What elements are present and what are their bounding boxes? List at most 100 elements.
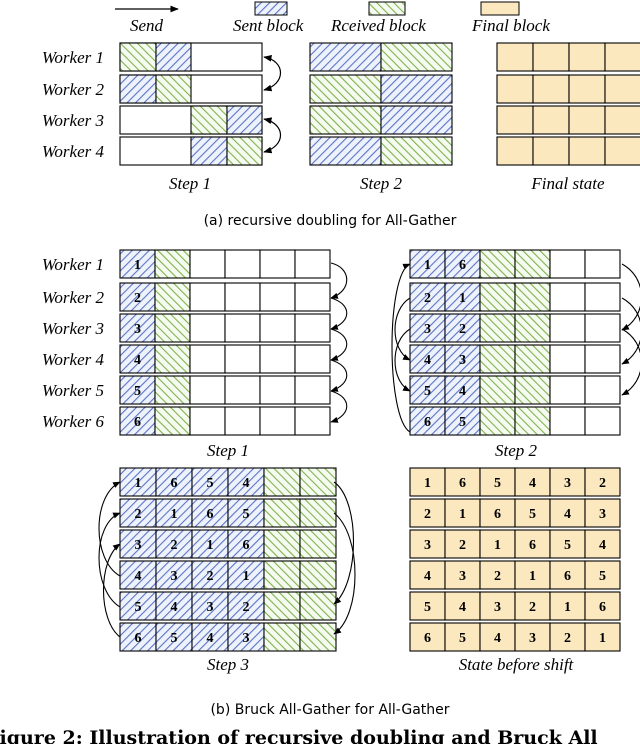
final-block — [532, 74, 570, 104]
sent-block — [119, 74, 157, 104]
block-id: 4 — [424, 353, 431, 368]
part-a-step1-label: Step 1 — [169, 174, 211, 193]
sent-block — [226, 105, 263, 135]
received-block — [299, 498, 337, 528]
block-id: 1 — [424, 476, 431, 491]
empty-block — [224, 344, 261, 374]
worker-label: Worker 5 — [42, 381, 104, 400]
legend-sent-label: Sent block — [233, 16, 304, 35]
received-block — [479, 249, 516, 279]
received-block — [380, 42, 453, 72]
sent-block — [155, 591, 193, 621]
empty-block — [294, 344, 331, 374]
empty-block — [294, 406, 331, 436]
empty-block — [259, 282, 296, 312]
empty-block — [259, 375, 296, 405]
legend-sent-swatch — [254, 1, 288, 16]
block-id: 3 — [424, 322, 431, 337]
worker-label: Worker 1 — [42, 255, 104, 274]
empty-block — [549, 282, 586, 312]
empty-block — [189, 313, 226, 343]
legend-send-label: Send — [130, 16, 164, 35]
block-id: 3 — [564, 476, 571, 491]
sent-block — [119, 498, 157, 528]
final-block — [584, 560, 621, 590]
received-block — [299, 529, 337, 559]
block-id: 1 — [529, 569, 536, 584]
sent-block — [380, 105, 453, 135]
sent-block — [155, 498, 193, 528]
sent-block — [409, 375, 446, 405]
block-id: 3 — [207, 600, 214, 615]
legend: Send Sent block Rceived block Final bloc… — [115, 1, 550, 35]
empty-block — [549, 249, 586, 279]
empty-block — [224, 313, 261, 343]
block-id: 3 — [459, 569, 466, 584]
received-block — [154, 406, 191, 436]
block-id: 6 — [459, 476, 466, 491]
final-block — [409, 498, 446, 528]
final-block — [532, 136, 570, 166]
received-block — [299, 591, 337, 621]
arrow-w3-w4 — [263, 117, 281, 154]
final-block — [444, 529, 481, 559]
received-block — [299, 467, 337, 497]
block-id: 2 — [424, 291, 431, 306]
sent-block — [444, 375, 481, 405]
final-block — [444, 467, 481, 497]
block-id: 6 — [135, 631, 142, 646]
sent-block — [119, 467, 157, 497]
block-id: 5 — [243, 507, 250, 522]
empty-block — [294, 313, 331, 343]
sent-block — [227, 467, 265, 497]
final-block — [479, 591, 516, 621]
block-id: 6 — [243, 538, 250, 553]
empty-block — [189, 375, 226, 405]
block-id: 4 — [424, 569, 431, 584]
received-block — [299, 560, 337, 590]
block-id: 4 — [564, 507, 571, 522]
empty-block — [294, 375, 331, 405]
final-block — [444, 622, 481, 652]
empty-block — [584, 344, 621, 374]
final-block — [549, 529, 586, 559]
final-block — [496, 136, 534, 166]
received-block — [514, 249, 551, 279]
block-id: 2 — [243, 600, 250, 615]
sent-block — [409, 282, 446, 312]
block-id: 3 — [494, 600, 501, 615]
empty-block — [549, 344, 586, 374]
part-b-step1-arrows — [330, 262, 348, 423]
worker-label: Worker 3 — [42, 319, 104, 338]
received-block — [479, 313, 516, 343]
sent-block — [190, 136, 228, 166]
block-id: 1 — [243, 569, 250, 584]
block-id: 1 — [207, 538, 214, 553]
worker-label: Worker 2 — [42, 80, 105, 99]
block-id: 5 — [207, 476, 214, 491]
final-block — [604, 74, 640, 104]
block-id: 2 — [171, 538, 178, 553]
empty-block — [584, 375, 621, 405]
final-block — [409, 467, 446, 497]
sent-block — [409, 313, 446, 343]
sent-block — [409, 406, 446, 436]
block-id: 5 — [459, 631, 466, 646]
final-block — [584, 467, 621, 497]
part-a-final-state — [496, 42, 640, 166]
sent-block — [155, 560, 193, 590]
final-block — [514, 560, 551, 590]
block-id: 5 — [424, 600, 431, 615]
received-block — [154, 282, 191, 312]
block-id: 6 — [207, 507, 214, 522]
final-block — [479, 498, 516, 528]
empty-block — [294, 282, 331, 312]
sent-block — [119, 375, 156, 405]
legend-final-swatch — [480, 1, 520, 16]
sent-block — [191, 498, 229, 528]
received-block — [263, 622, 301, 652]
part-a-step2-label: Step 2 — [360, 174, 403, 193]
empty-block — [189, 282, 226, 312]
